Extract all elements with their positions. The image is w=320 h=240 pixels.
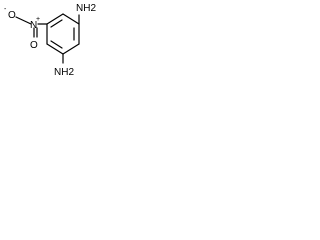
nitro-oxygen-bond-left	[15, 16, 32, 25]
nitro-oxygen-bottom-label: O	[30, 40, 38, 51]
nitro-oxygen-left-label: O	[8, 10, 16, 21]
benzene-ring	[46, 13, 80, 55]
top-amine-label: NH2	[76, 3, 96, 14]
nitro-minus-label: -	[4, 6, 7, 13]
nitro-nitrogen-label: N	[30, 20, 37, 31]
ring-bond-top-left	[46, 13, 64, 25]
ring-bond-bottom-right	[62, 43, 80, 55]
chemical-structure: NH2 N + O - O NH2	[4, 3, 96, 78]
ring-bond-top-right	[62, 13, 80, 25]
ring-double-bond-bottom-left-inner	[50, 40, 63, 49]
ring-double-bond-top-left-inner	[50, 19, 63, 28]
ring-bond-bottom-left	[46, 43, 64, 55]
bottom-amine-label: NH2	[54, 67, 74, 78]
nitro-plus-label: +	[36, 16, 40, 23]
